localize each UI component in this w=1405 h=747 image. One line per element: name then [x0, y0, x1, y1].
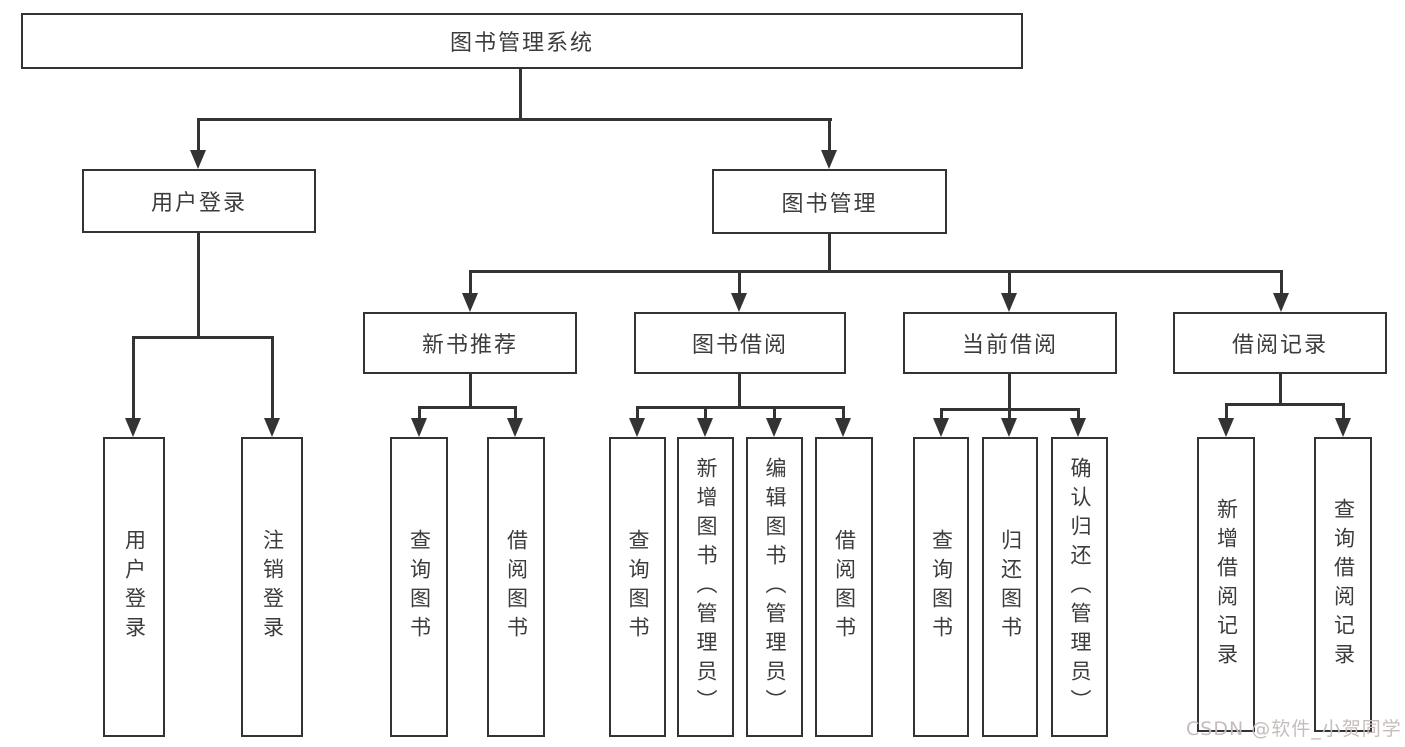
leaf-borrow-borrow-book-label: 借阅图书 [832, 529, 857, 645]
arrowhead-leaf-logout [264, 418, 280, 437]
arrowhead-new-book-recommend [462, 293, 478, 312]
connector-borrow-record-drop [1279, 374, 1282, 406]
leaf-borrow-edit-book-admin: 编辑图书（管理员） [746, 437, 803, 737]
leaf-user-login-label: 用户登录 [122, 529, 147, 645]
arrowhead-user-login [190, 150, 206, 169]
leaf-current-return-book: 归还图书 [982, 437, 1038, 737]
node-user-login-label: 用户登录 [150, 191, 247, 216]
connector-stub-br-add [1225, 403, 1228, 420]
connector-stub-cb-query [940, 408, 943, 420]
connector-root-drop [519, 69, 522, 118]
leaf-borrow-query-book: 查询图书 [609, 437, 666, 737]
leaf-borrow-add-book-admin-label: 新增图书（管理员） [694, 456, 718, 718]
connector-book-borrow-drop [738, 374, 741, 409]
connector-stub-leaf-logout [271, 336, 274, 420]
connector-stub-nb-query [418, 406, 421, 420]
arrowhead-nb-query [411, 418, 427, 437]
leaf-newbook-query-book-label: 查询图书 [407, 529, 432, 645]
leaf-borrow-borrow-book: 借阅图书 [815, 437, 873, 737]
arrowhead-book-management [821, 150, 837, 169]
arrowhead-bb-edit [766, 418, 782, 437]
arrowhead-bb-borrow [835, 418, 851, 437]
connector-stub-current-borrow [1008, 270, 1011, 295]
arrowhead-borrow-record [1273, 293, 1289, 312]
connector-stub-cb-confirm [1077, 408, 1080, 420]
connector-root-branch [197, 118, 832, 121]
connector-book-borrow-branch [636, 406, 845, 409]
arrowhead-book-borrow [731, 293, 747, 312]
leaf-newbook-borrow-book-label: 借阅图书 [504, 529, 529, 645]
leaf-borrow-query-book-label: 查询图书 [626, 529, 650, 645]
connector-stub-book-management [828, 118, 831, 152]
leaf-current-confirm-return-admin: 确认归还（管理员） [1051, 437, 1108, 737]
leaf-logout: 注销登录 [241, 437, 303, 737]
connector-stub-cb-return [1008, 408, 1011, 420]
connector-stub-bb-query [636, 406, 639, 420]
leaf-current-query-book-label: 查询图书 [929, 529, 954, 645]
arrowhead-bb-query [629, 418, 645, 437]
node-borrow-record: 借阅记录 [1173, 312, 1387, 374]
connector-book-management-branch [469, 270, 1283, 273]
connector-stub-br-query [1342, 403, 1345, 420]
leaf-current-confirm-return-admin-label: 确认归还（管理员） [1068, 456, 1092, 718]
node-root-label: 图书管理系统 [449, 31, 594, 56]
leaf-newbook-borrow-book: 借阅图书 [487, 437, 545, 737]
leaf-record-add-record: 新增借阅记录 [1197, 437, 1255, 732]
leaf-borrow-edit-book-admin-label: 编辑图书（管理员） [763, 456, 787, 718]
arrowhead-cb-confirm [1070, 418, 1086, 437]
connector-new-book-branch [418, 406, 517, 409]
node-root: 图书管理系统 [21, 13, 1023, 69]
node-borrow-record-label: 借阅记录 [1231, 333, 1328, 358]
leaf-logout-label: 注销登录 [260, 529, 285, 645]
connector-stub-leaf-user-login [132, 336, 135, 420]
arrowhead-current-borrow [1001, 293, 1017, 312]
node-new-book-recommend: 新书推荐 [363, 312, 577, 374]
leaf-current-return-book-label: 归还图书 [998, 529, 1023, 645]
node-book-borrow: 图书借阅 [634, 312, 846, 374]
connector-book-management-drop [828, 234, 831, 273]
node-book-management: 图书管理 [712, 169, 947, 234]
node-current-borrow: 当前借阅 [903, 312, 1117, 374]
node-user-login: 用户登录 [82, 169, 316, 233]
node-book-borrow-label: 图书借阅 [691, 333, 788, 358]
leaf-borrow-add-book-admin: 新增图书（管理员） [677, 437, 734, 737]
connector-stub-new-book-recommend [469, 270, 472, 295]
connector-user-login-branch [132, 336, 274, 339]
connector-stub-borrow-record [1280, 270, 1283, 295]
arrowhead-br-query [1335, 418, 1351, 437]
leaf-record-query-record: 查询借阅记录 [1314, 437, 1372, 732]
arrowhead-cb-return [1001, 418, 1017, 437]
arrowhead-cb-query [933, 418, 949, 437]
leaf-record-add-record-label: 新增借阅记录 [1214, 497, 1239, 672]
connector-user-login-drop [197, 233, 200, 338]
arrowhead-leaf-user-login [125, 418, 141, 437]
arrowhead-nb-borrow [507, 418, 523, 437]
connector-stub-bb-add [704, 406, 707, 420]
connector-stub-book-borrow [738, 270, 741, 295]
connector-stub-bb-borrow [842, 406, 845, 420]
connector-borrow-record-branch [1225, 403, 1345, 406]
arrowhead-bb-add [697, 418, 713, 437]
node-book-management-label: 图书管理 [781, 191, 878, 217]
leaf-newbook-query-book: 查询图书 [390, 437, 448, 737]
arrowhead-br-add [1218, 418, 1234, 437]
leaf-record-query-record-label: 查询借阅记录 [1331, 497, 1356, 672]
csdn-watermark: CSDN @软件_小贺同学 [1186, 718, 1402, 740]
leaf-user-login: 用户登录 [103, 437, 165, 737]
node-new-book-recommend-label: 新书推荐 [421, 333, 518, 358]
leaf-current-query-book: 查询图书 [913, 437, 969, 737]
connector-stub-user-login [197, 118, 200, 152]
connector-stub-nb-borrow [514, 406, 517, 420]
connector-current-borrow-drop [1008, 374, 1011, 411]
connector-new-book-drop [469, 374, 472, 409]
node-current-borrow-label: 当前借阅 [961, 333, 1058, 358]
connector-stub-bb-edit [773, 406, 776, 420]
